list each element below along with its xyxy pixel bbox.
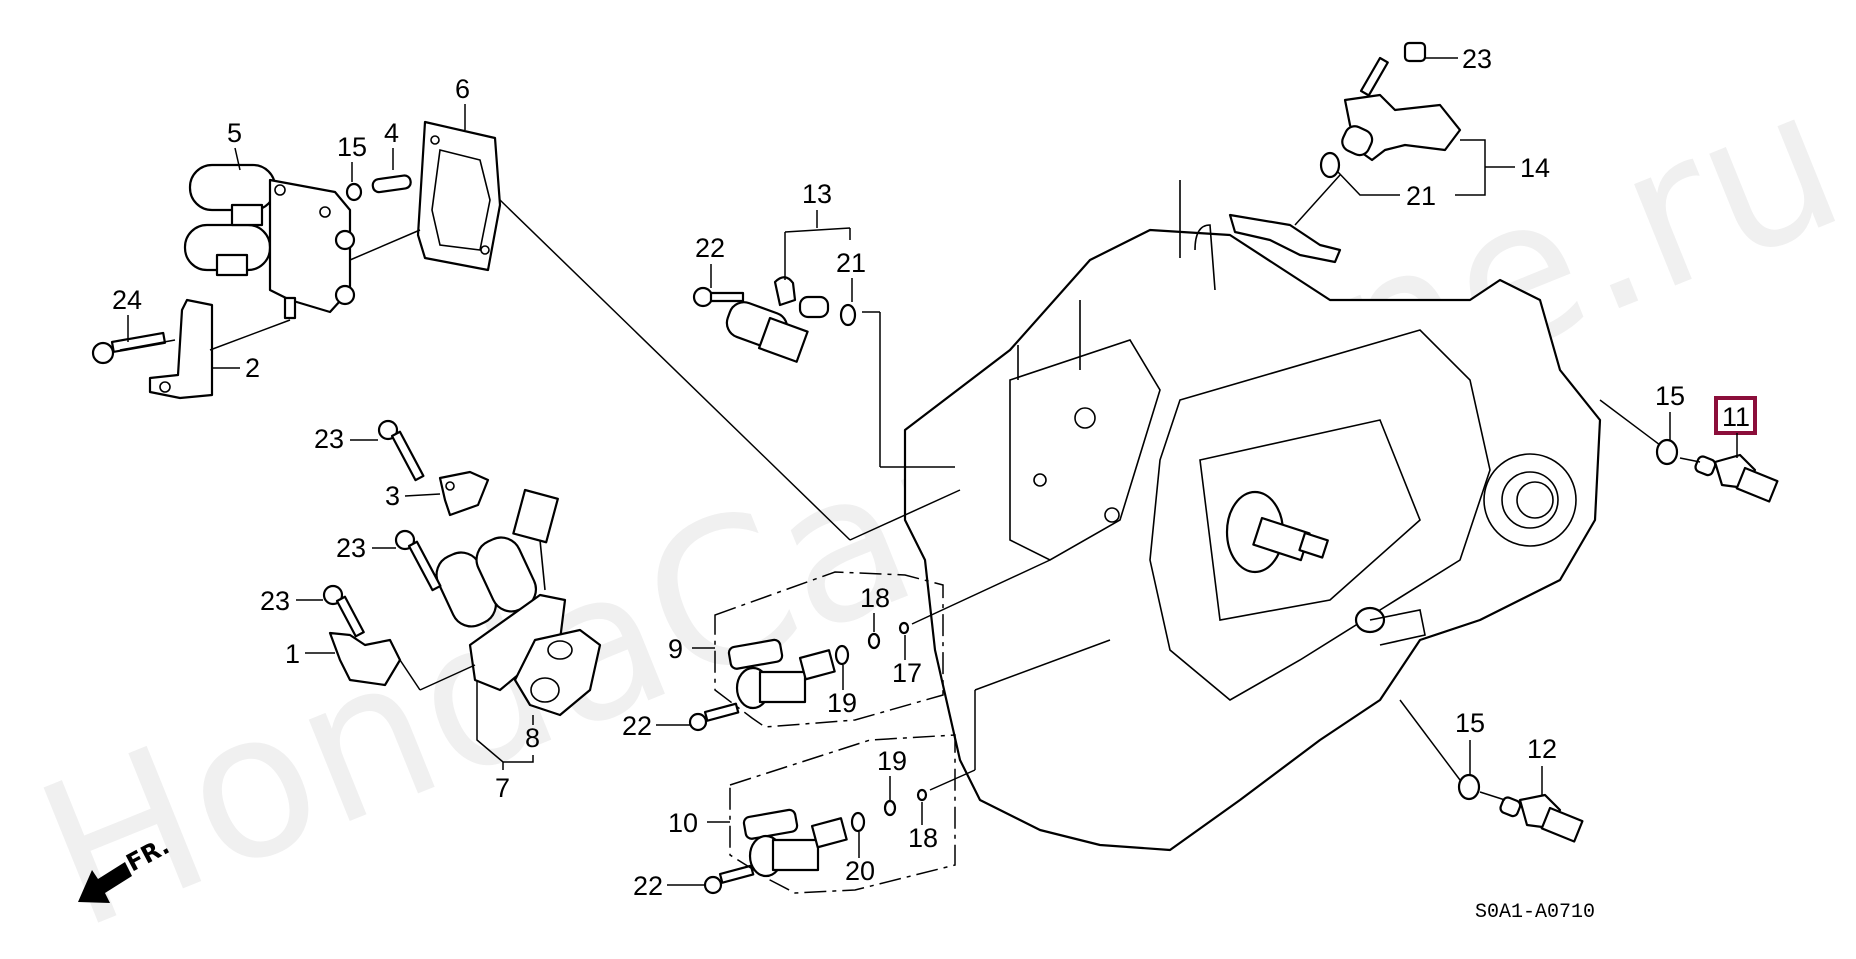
part-4-dowel-pin xyxy=(371,174,412,194)
diagram-code: S0A1-A0710 xyxy=(1475,901,1595,924)
part-6-gasket xyxy=(416,120,502,272)
callout-23-a[interactable]: 23 xyxy=(314,424,344,454)
callout-8[interactable]: 8 xyxy=(525,723,540,753)
part-7-solenoid-assembly xyxy=(435,488,567,692)
part-14-speed-sensor xyxy=(1341,93,1462,162)
callout-23-c[interactable]: 23 xyxy=(260,586,290,616)
part-9-group-outline xyxy=(714,571,944,728)
callout-23-b[interactable]: 23 xyxy=(336,533,366,563)
callout-20-a[interactable]: 21 xyxy=(836,248,866,278)
callout-4[interactable]: 4 xyxy=(384,118,399,148)
callout-22-a[interactable]: 22 xyxy=(695,233,725,263)
callout-12[interactable]: 12 xyxy=(1527,734,1557,764)
callout-5[interactable]: 5 xyxy=(227,118,242,148)
part-20-o-ring-b xyxy=(1319,151,1341,179)
part-12-switch xyxy=(1499,793,1584,843)
part-2-stay xyxy=(148,298,214,400)
callout-3[interactable]: 3 xyxy=(385,481,400,511)
part-22-bolt-b xyxy=(1359,41,1427,97)
part-22-bolt-a xyxy=(692,286,745,308)
part-9-solenoid-valve xyxy=(727,638,836,710)
callout-19-b[interactable]: 20 xyxy=(845,856,875,886)
part-15-washer-b xyxy=(1457,773,1481,801)
callout-21-b[interactable]: 22 xyxy=(633,871,663,901)
callout-18-b[interactable]: 19 xyxy=(877,746,907,776)
callout-14[interactable]: 14 xyxy=(1520,153,1550,183)
callout-22-b[interactable]: 23 xyxy=(1462,44,1492,74)
callout-18-a[interactable]: 18 xyxy=(860,583,890,613)
callout-10[interactable]: 10 xyxy=(668,808,698,838)
part-24-bolt xyxy=(91,331,167,365)
part-21-bolt-b xyxy=(703,864,755,895)
callout-11[interactable]: 11 xyxy=(1722,402,1750,432)
part-10-group-outline xyxy=(729,734,956,894)
callout-15-a[interactable]: 15 xyxy=(1655,381,1685,411)
part-18-o-ring-b xyxy=(883,799,897,817)
callout-9[interactable]: 9 xyxy=(668,634,683,664)
part-3-bracket xyxy=(438,470,490,517)
part-18-o-ring-a xyxy=(867,632,881,650)
leader-lines xyxy=(119,174,1701,801)
callout-1[interactable]: 1 xyxy=(285,639,300,669)
callout-6[interactable]: 6 xyxy=(455,74,470,104)
part-10-solenoid-valve xyxy=(742,808,848,878)
part-8-gasket xyxy=(513,628,602,717)
part-23-bolts xyxy=(322,419,442,638)
callout-2[interactable]: 2 xyxy=(245,353,260,383)
part-13-speed-sensor xyxy=(725,276,830,363)
part-5-solenoid-valve-assembly xyxy=(183,163,356,320)
callout-13[interactable]: 13 xyxy=(802,179,832,209)
callout-7[interactable]: 7 xyxy=(495,773,510,803)
part-21-bolt-a xyxy=(688,702,740,732)
part-20-o-ring-a xyxy=(839,303,857,327)
part-17-o-ring-b xyxy=(916,788,928,802)
part-15-washer-a xyxy=(1655,438,1679,466)
callout-17-a[interactable]: 17 xyxy=(892,658,922,688)
part-19-o-ring-b xyxy=(850,811,866,833)
callout-24[interactable]: 24 xyxy=(112,285,142,315)
front-arrow-icon xyxy=(78,862,132,903)
part-16-o-ring xyxy=(345,182,363,202)
callout-19-a[interactable]: 19 xyxy=(827,688,857,718)
callout-21-a[interactable]: 22 xyxy=(622,711,652,741)
callout-15-b[interactable]: 15 xyxy=(1455,708,1485,738)
callout-labels: 6 5 15 4 24 2 13 22 21 23 14 21 23 3 23 … xyxy=(112,44,1757,901)
highlight-box-11 xyxy=(1714,396,1757,435)
part-11-switch xyxy=(1694,453,1779,503)
part-19-o-ring-a xyxy=(834,644,850,666)
callout-16[interactable]: 15 xyxy=(337,132,367,162)
callout-17-b[interactable]: 18 xyxy=(908,823,938,853)
part-17-o-ring-a xyxy=(898,621,910,635)
callout-20-b[interactable]: 21 xyxy=(1406,181,1436,211)
